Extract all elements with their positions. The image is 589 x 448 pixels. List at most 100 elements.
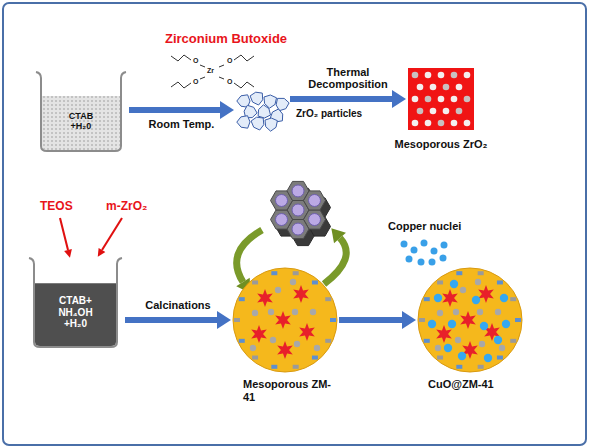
pore-dot — [451, 72, 458, 79]
particle — [251, 117, 264, 130]
star — [275, 311, 291, 329]
frame-border — [3, 3, 586, 445]
process-arrow — [129, 107, 220, 113]
rim-mark — [312, 280, 318, 284]
star — [460, 311, 476, 329]
beaker-node: CTAB +H₂0 — [35, 72, 127, 152]
curved-arrow — [324, 238, 346, 284]
rim-mark — [478, 365, 484, 369]
bond-line — [234, 55, 254, 61]
beaker-glass — [29, 258, 122, 347]
pore-dot — [453, 309, 459, 315]
rim-mark — [330, 318, 336, 322]
node-label: ZrO₂ particles — [296, 108, 362, 120]
particle-sphere — [418, 268, 522, 372]
node-label: CuO@ZM-41 — [428, 378, 528, 391]
hex-face — [271, 210, 293, 229]
node-shape — [233, 268, 337, 372]
pore-dot — [479, 341, 485, 347]
bond-line — [219, 77, 224, 79]
pore-dot — [290, 279, 296, 285]
copper-oxide-dot — [472, 296, 480, 304]
annotation-label: TEOS — [40, 200, 73, 214]
pore-dot — [275, 287, 281, 293]
annotation-label: Copper nuclei — [388, 220, 461, 233]
star — [442, 289, 458, 307]
pore-dot — [294, 341, 300, 347]
node-shape — [236, 92, 288, 128]
pore-dot — [268, 309, 274, 315]
pore-dot — [451, 96, 458, 103]
rim-mark — [325, 297, 331, 301]
pore-dot — [412, 72, 419, 79]
pore — [292, 185, 304, 197]
bond-line — [234, 82, 254, 88]
pore-dot — [477, 309, 483, 315]
atom-label: O — [193, 57, 198, 65]
rim-mark — [239, 297, 245, 301]
copper-oxide-dot — [448, 320, 456, 328]
pore-dot — [438, 96, 445, 103]
pore-dot — [437, 310, 443, 316]
input-arrow — [60, 218, 68, 250]
copper-oxide-dot — [480, 322, 488, 330]
pore-dot — [425, 72, 432, 79]
beaker-liquid — [42, 96, 120, 150]
pore — [292, 204, 304, 216]
hexagonal-mesopore-structure — [271, 181, 331, 245]
rim-mark — [252, 280, 258, 284]
pore-dot — [430, 84, 437, 91]
star — [293, 285, 309, 303]
circle-node: Mesoporous ZM-41 — [233, 268, 337, 372]
molecule-structure — [171, 55, 254, 88]
node-label: CTAB +H₂0 — [59, 111, 103, 132]
copper-oxide-dot — [494, 336, 502, 344]
curved-arrow — [237, 230, 262, 282]
pore-dot — [456, 84, 463, 91]
pore-dot — [495, 309, 501, 315]
bond-line — [200, 77, 205, 79]
node-label: Mesoporous ZrO₂ — [386, 138, 496, 151]
rim-mark — [456, 271, 462, 275]
rim-mark — [239, 339, 245, 343]
copper-oxide-dot — [444, 344, 452, 352]
rim-mark — [478, 271, 484, 275]
rim-mark — [456, 365, 462, 369]
process-arrow — [339, 317, 402, 323]
star — [251, 325, 267, 343]
pore-dot — [310, 309, 316, 315]
particle-sphere — [233, 268, 337, 372]
pore-dot — [499, 345, 505, 351]
pore-dot — [430, 108, 437, 115]
pore-dot — [417, 108, 424, 115]
pore-dot — [455, 337, 461, 343]
edge-label: Room Temp. — [137, 118, 227, 131]
pore — [309, 214, 321, 226]
circle-node: CuO@ZM-41 — [418, 268, 522, 372]
copper-oxide-dot — [428, 320, 436, 328]
star — [277, 341, 293, 359]
hex-face — [304, 191, 326, 210]
pore-dot — [292, 309, 298, 315]
pore-dot — [435, 345, 441, 351]
star — [257, 289, 273, 307]
atom-label: O — [227, 78, 232, 86]
pore-dot — [443, 108, 450, 115]
copper-oxide-dot — [502, 320, 510, 328]
pore-dot — [464, 120, 471, 127]
pore-dot — [425, 96, 432, 103]
annotation-label: Zirconium Butoxide — [165, 32, 287, 47]
rim-mark — [424, 297, 430, 301]
pore-dot — [464, 96, 471, 103]
pore-dot — [412, 96, 419, 103]
pore — [276, 214, 288, 226]
copper-oxide-dot — [484, 354, 492, 362]
atom-label: O — [227, 57, 232, 65]
particle — [258, 105, 270, 118]
rim-mark — [271, 365, 277, 369]
rim-mark — [510, 339, 516, 343]
beaker-liquid — [35, 283, 116, 346]
rim-mark — [293, 365, 299, 369]
